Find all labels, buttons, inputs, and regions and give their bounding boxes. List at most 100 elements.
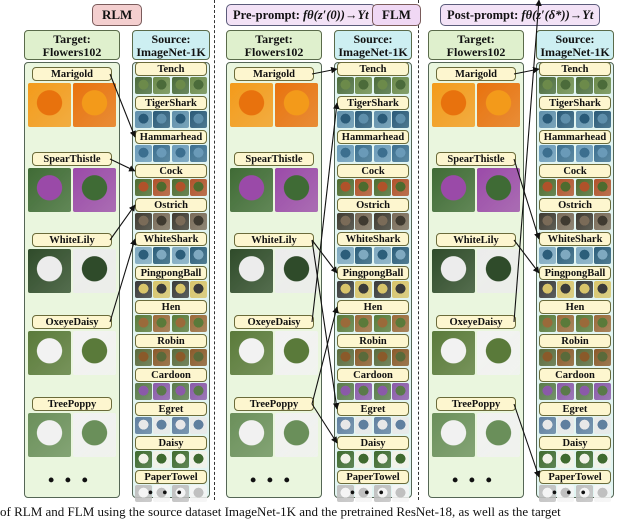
source-image — [593, 111, 611, 128]
source-image — [189, 145, 207, 162]
source-column-header: Source: ImageNet-1K — [334, 30, 412, 60]
source-image — [135, 417, 152, 434]
target-image — [432, 413, 475, 457]
source-image — [355, 179, 373, 196]
source-image — [539, 145, 556, 162]
source-image — [593, 417, 611, 434]
source-label: Robin — [539, 334, 611, 348]
source-label: Cardoon — [539, 368, 611, 382]
source-label: Cardoon — [337, 368, 409, 382]
source-image — [355, 145, 373, 162]
source-label: Ostrich — [539, 198, 611, 212]
source-image — [171, 179, 189, 196]
source-label: Ostrich — [135, 198, 207, 212]
source-label: Egret — [135, 402, 207, 416]
mapping-arrow — [109, 238, 137, 323]
target-image — [432, 83, 475, 127]
source-image — [337, 111, 354, 128]
target-label: Marigold — [32, 67, 112, 81]
source-image — [575, 417, 593, 434]
source-image — [557, 145, 575, 162]
target-image — [230, 331, 273, 375]
source-image — [355, 451, 373, 468]
source-image — [593, 485, 611, 502]
source-image — [539, 485, 556, 502]
source-image — [171, 213, 189, 230]
source-image — [189, 111, 207, 128]
prompt-formula: fθ(z′(δ*))→Yt — [521, 8, 594, 22]
source-image — [355, 383, 373, 400]
prompt-prefix: Post-prompt: — [447, 8, 522, 22]
source-image — [171, 417, 189, 434]
source-image — [153, 485, 171, 502]
source-image — [171, 383, 189, 400]
source-label: Cardoon — [135, 368, 207, 382]
source-image — [557, 111, 575, 128]
pre-prompt-tag: Pre-prompt: fθ(z′(0))→Yt — [226, 4, 376, 26]
source-image — [575, 451, 593, 468]
target-image — [230, 168, 273, 212]
target-column-header: Target: Flowers102 — [428, 30, 524, 60]
source-image — [593, 451, 611, 468]
source-image — [557, 77, 575, 94]
source-image — [557, 349, 575, 366]
source-image — [593, 315, 611, 332]
target-image — [477, 249, 520, 293]
source-image — [153, 383, 171, 400]
source-label: Daisy — [337, 436, 409, 450]
source-image — [539, 213, 556, 230]
method-tag-flm: FLM — [372, 4, 421, 26]
source-image — [171, 485, 189, 502]
source-image — [575, 315, 593, 332]
target-image — [275, 249, 318, 293]
mapping-arrow — [311, 239, 338, 274]
mapping-arrow — [513, 66, 540, 75]
source-image — [575, 349, 593, 366]
target-ellipsis: • • • — [48, 470, 91, 490]
target-label: TreePoppy — [436, 397, 516, 411]
mapping-arrow — [311, 66, 338, 75]
target-image — [275, 83, 318, 127]
mapping-arrow — [513, 158, 541, 240]
source-image — [391, 111, 409, 128]
source-label: Hen — [539, 300, 611, 314]
source-image — [153, 77, 171, 94]
target-image — [275, 331, 318, 375]
target-label: TreePoppy — [234, 397, 314, 411]
source-image — [373, 383, 391, 400]
target-column-header: Target: Flowers102 — [24, 30, 120, 60]
source-label: Tench — [135, 62, 207, 76]
target-label: WhiteLily — [32, 233, 112, 247]
source-image — [373, 315, 391, 332]
source-image — [337, 77, 354, 94]
prompt-formula: fθ(z′(0))→Yt — [303, 8, 369, 22]
source-image — [391, 349, 409, 366]
source-image — [539, 451, 556, 468]
target-image — [73, 331, 116, 375]
source-image — [355, 111, 373, 128]
source-label: PingpongBall — [337, 266, 409, 280]
source-column-header: Source: ImageNet-1K — [132, 30, 210, 60]
source-image — [593, 349, 611, 366]
source-image — [135, 77, 152, 94]
target-column-header: Target: Flowers102 — [226, 30, 322, 60]
source-label: WhiteShark — [539, 232, 611, 246]
source-image — [373, 349, 391, 366]
target-image — [477, 413, 520, 457]
source-image — [557, 383, 575, 400]
source-label: Cock — [337, 164, 409, 178]
target-label: OxeyeDaisy — [234, 315, 314, 329]
source-image — [135, 451, 152, 468]
target-image — [477, 83, 520, 127]
source-image — [189, 179, 207, 196]
source-image — [539, 179, 556, 196]
source-label: PingpongBall — [135, 266, 207, 280]
source-image — [539, 349, 556, 366]
source-image — [171, 349, 189, 366]
target-image — [477, 331, 520, 375]
target-image — [28, 249, 71, 293]
source-image — [575, 383, 593, 400]
target-image — [73, 413, 116, 457]
source-label: WhiteShark — [135, 232, 207, 246]
target-image — [73, 83, 116, 127]
